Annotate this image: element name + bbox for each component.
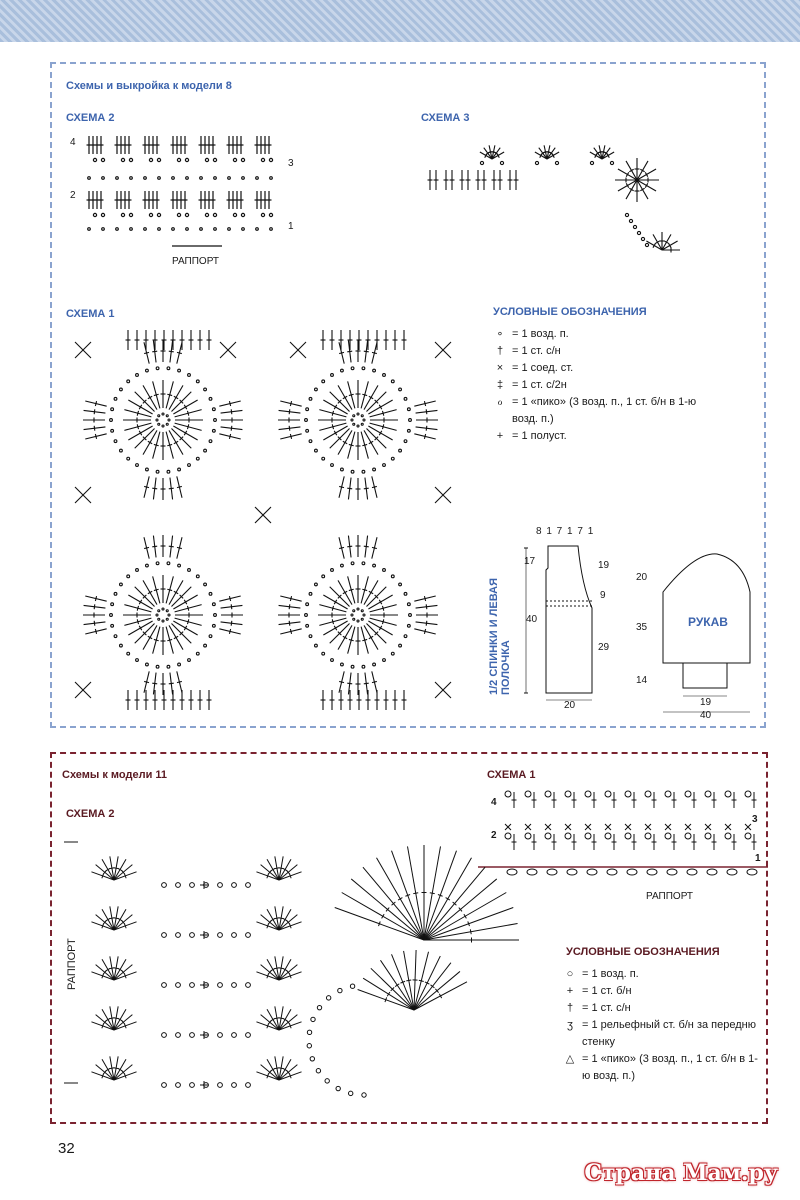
model11-frame	[50, 752, 768, 1124]
pattern-sleeve-dim: 20	[636, 572, 648, 583]
schema3-title: СХЕМА 3	[421, 112, 470, 124]
legend-symbol: +	[496, 430, 504, 442]
schema2-row-label: 3	[288, 158, 294, 169]
legend-symbol: ‡	[496, 379, 504, 391]
model11-schema1-row-label: 1	[755, 853, 761, 864]
legend-text: = 1 возд. п.	[512, 328, 569, 340]
model11-schema1-title: СХЕМА 1	[487, 769, 536, 781]
legend-item: ○ = 1 возд. п.	[562, 966, 762, 983]
legend-symbol: ℴ	[497, 396, 503, 408]
legend-item: × = 1 соед. ст.	[492, 360, 722, 377]
schema2-diagram	[86, 136, 274, 247]
legend-item: + = 1 полуст.	[492, 428, 722, 445]
model11-schema1-repeat-label: РАППОРТ	[646, 891, 694, 902]
schema2-repeat-label: РАППОРТ	[172, 256, 220, 267]
legend-symbol: †	[566, 1002, 574, 1014]
model11-schema1-diagram	[478, 790, 768, 876]
legend-text: = 1 ст. с/2н	[512, 379, 567, 391]
model11-title: Схемы к модели 11	[62, 769, 168, 781]
model11-schema2-diagram	[64, 841, 519, 1098]
watermark-logo: Страна Мам.ру	[584, 1160, 778, 1186]
pattern-back-dim: 40	[526, 614, 538, 625]
schema2-row-label: 1	[288, 221, 294, 232]
pattern-back-top-dims: 8 1 7 1 7 1	[536, 526, 595, 537]
legend-item: ∘ = 1 возд. п.	[492, 326, 722, 343]
pattern-back-dim: 20	[564, 700, 576, 711]
pattern-back-vertical-label: 1/2 СПИНКИ И ЛЕВАЯ ПОЛОЧКА	[488, 578, 512, 695]
legend-title: УСЛОВНЫЕ ОБОЗНАЧЕНИЯ	[493, 306, 647, 318]
legend-text: = 1 «пико» (3 возд. п., 1 ст. б/н в 1-ю …	[512, 396, 697, 425]
pattern-back-dim: 29	[598, 642, 610, 653]
pattern-sleeve-dim: 19	[700, 697, 712, 708]
schema2-title: СХЕМА 2	[66, 112, 115, 124]
legend-symbol: ∘	[496, 328, 504, 340]
legend-item: ʒ = 1 рельефный ст. б/н за передню стенку	[562, 1017, 762, 1051]
model11-schema1-row-label: 4	[491, 797, 497, 808]
top-stripe-bar	[0, 0, 800, 42]
model8-frame	[50, 62, 766, 728]
legend-item: ‡ = 1 ст. с/2н	[492, 377, 722, 394]
pattern-back-outline	[524, 545, 593, 701]
legend-symbol: †	[496, 345, 504, 357]
pattern-sleeve-dim: 40	[700, 710, 712, 721]
schema1-title: СХЕМА 1	[66, 308, 115, 320]
model8-title: Схемы и выкройка к модели 8	[66, 80, 232, 92]
legend-text: = 1 полуст.	[512, 430, 567, 442]
legend-item: ℴ = 1 «пико» (3 возд. п., 1 ст. б/н в 1-ю…	[492, 394, 722, 428]
legend-item: △ = 1 «пико» (3 возд. п., 1 ст. б/н в 1-ю…	[562, 1051, 762, 1085]
model11-legend-title: УСЛОВНЫЕ ОБОЗНАЧЕНИЯ	[566, 946, 720, 958]
legend-text: = 1 соед. ст.	[512, 362, 574, 374]
legend-symbol: ʒ	[567, 1019, 573, 1031]
pattern-sleeve-dim: 35	[636, 622, 648, 633]
legend-text: = 1 ст. с/н	[512, 345, 561, 357]
schema1-diagram	[74, 330, 452, 710]
pattern-sleeve-dim: 14	[636, 675, 648, 686]
legend-text: = 1 «пико» (3 возд. п., 1 ст. б/н в 1-ю …	[582, 1053, 758, 1082]
schema2-row-label: 4	[70, 137, 76, 148]
pattern-back-dim: 19	[598, 560, 610, 571]
pattern-sleeve-label: РУКАВ	[688, 615, 728, 629]
legend-text: = 1 возд. п.	[582, 968, 639, 980]
legend-text: = 1 рельефный ст. б/н за передню стенку	[582, 1019, 756, 1048]
pattern-sleeve-outline	[662, 553, 751, 713]
model11-legend-list: ○= 1 возд. п. += 1 ст. б/н †= 1 ст. с/н …	[562, 966, 762, 1085]
model11-schema1-row-label: 3	[752, 814, 758, 825]
legend-symbol: ×	[496, 362, 504, 374]
legend-symbol: +	[566, 985, 574, 997]
legend-item: † = 1 ст. с/н	[562, 1000, 762, 1017]
legend-symbol: △	[565, 1053, 575, 1065]
legend-list: ∘ = 1 возд. п. † = 1 ст. с/н × = 1 соед. ст…	[492, 326, 722, 445]
model11-schema2-title: СХЕМА 2	[66, 808, 115, 820]
schema3-diagram	[427, 145, 680, 253]
legend-text: = 1 ст. с/н	[582, 1002, 631, 1014]
pattern-back-dim: 17	[524, 556, 536, 567]
legend-item: + = 1 ст. б/н	[562, 983, 762, 1000]
model11-schema1-row-label: 2	[491, 830, 497, 841]
pattern-back-dim: 9	[600, 590, 606, 601]
legend-symbol: ○	[566, 968, 574, 980]
page-number: 32	[58, 1140, 75, 1157]
legend-item: † = 1 ст. с/н	[492, 343, 722, 360]
legend-text: = 1 ст. б/н	[582, 985, 632, 997]
schema2-row-label: 2	[70, 190, 76, 201]
